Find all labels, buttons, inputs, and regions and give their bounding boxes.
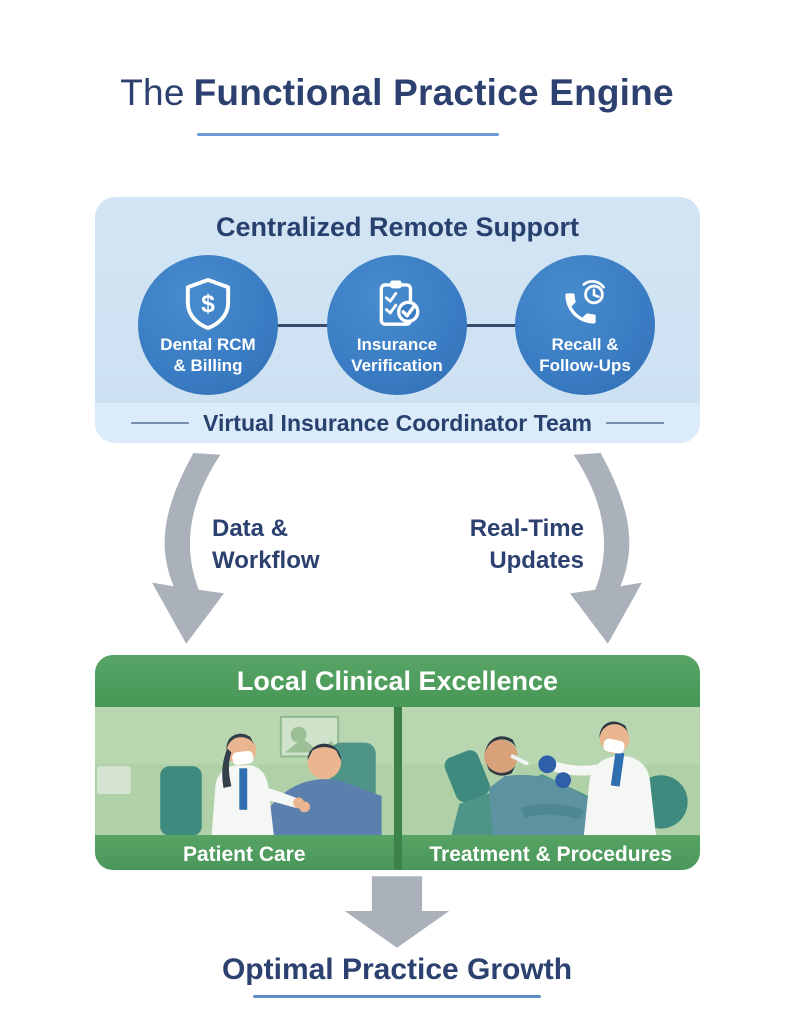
team-band: Virtual Insurance Coordinator Team (95, 403, 700, 443)
service-label: Dental RCM & Billing (160, 335, 256, 375)
clinical-excellence-box: Local Clinical Excellence (95, 655, 700, 870)
outcome-underline (253, 995, 541, 998)
patient-care-illustration (95, 707, 394, 836)
svg-text:$: $ (201, 291, 215, 318)
title-underline (197, 133, 499, 136)
team-label: Virtual Insurance Coordinator Team (203, 409, 592, 436)
flow-label-data-workflow: Data & Workflow (212, 515, 320, 575)
service-circles-row: $ Dental RCM & Billing Insurance (95, 255, 700, 395)
service-circle-insurance-verification: Insurance Verification (327, 255, 467, 395)
curved-down-arrow-left (152, 453, 224, 644)
service-label: Recall & Follow-Ups (539, 335, 631, 375)
phone-clock-icon (565, 280, 605, 325)
remote-support-box: Centralized Remote Support $ Dental RCM … (95, 197, 700, 443)
team-dash-right (605, 422, 664, 424)
team-dash-left (131, 422, 190, 424)
down-block-arrow (344, 876, 450, 948)
flow-label-realtime-updates: Real-Time Updates (469, 515, 584, 575)
service-circle-recall-followups: Recall & Follow-Ups (515, 255, 655, 395)
shield-dollar-icon: $ (185, 278, 231, 331)
outcome-title: Optimal Practice Growth (221, 953, 573, 986)
panel-divider (393, 707, 402, 870)
remote-support-heading: Centralized Remote Support (215, 212, 580, 242)
panel-patient-care: Patient Care (95, 707, 394, 870)
title-prefix: The (120, 72, 185, 113)
treatment-procedures-illustration (401, 707, 700, 836)
caption-treatment-procedures: Treatment & Procedures (401, 835, 700, 870)
clinical-panels: Patient Care (95, 707, 700, 870)
panel-treatment-procedures: Treatment & Procedures (401, 707, 700, 870)
caption-patient-care: Patient Care (95, 835, 394, 870)
dentist-treating-patient-scene (401, 707, 700, 836)
service-label: Insurance Verification (351, 335, 443, 375)
dentist-consulting-patient-scene (95, 707, 394, 836)
clinical-heading: Local Clinical Excellence (95, 655, 700, 707)
clipboard-check-icon (379, 280, 420, 327)
title-main: Functional Practice Engine (193, 72, 674, 113)
curved-down-arrow-right (570, 453, 642, 644)
service-circle-dental-rcm: $ Dental RCM & Billing (138, 255, 278, 395)
